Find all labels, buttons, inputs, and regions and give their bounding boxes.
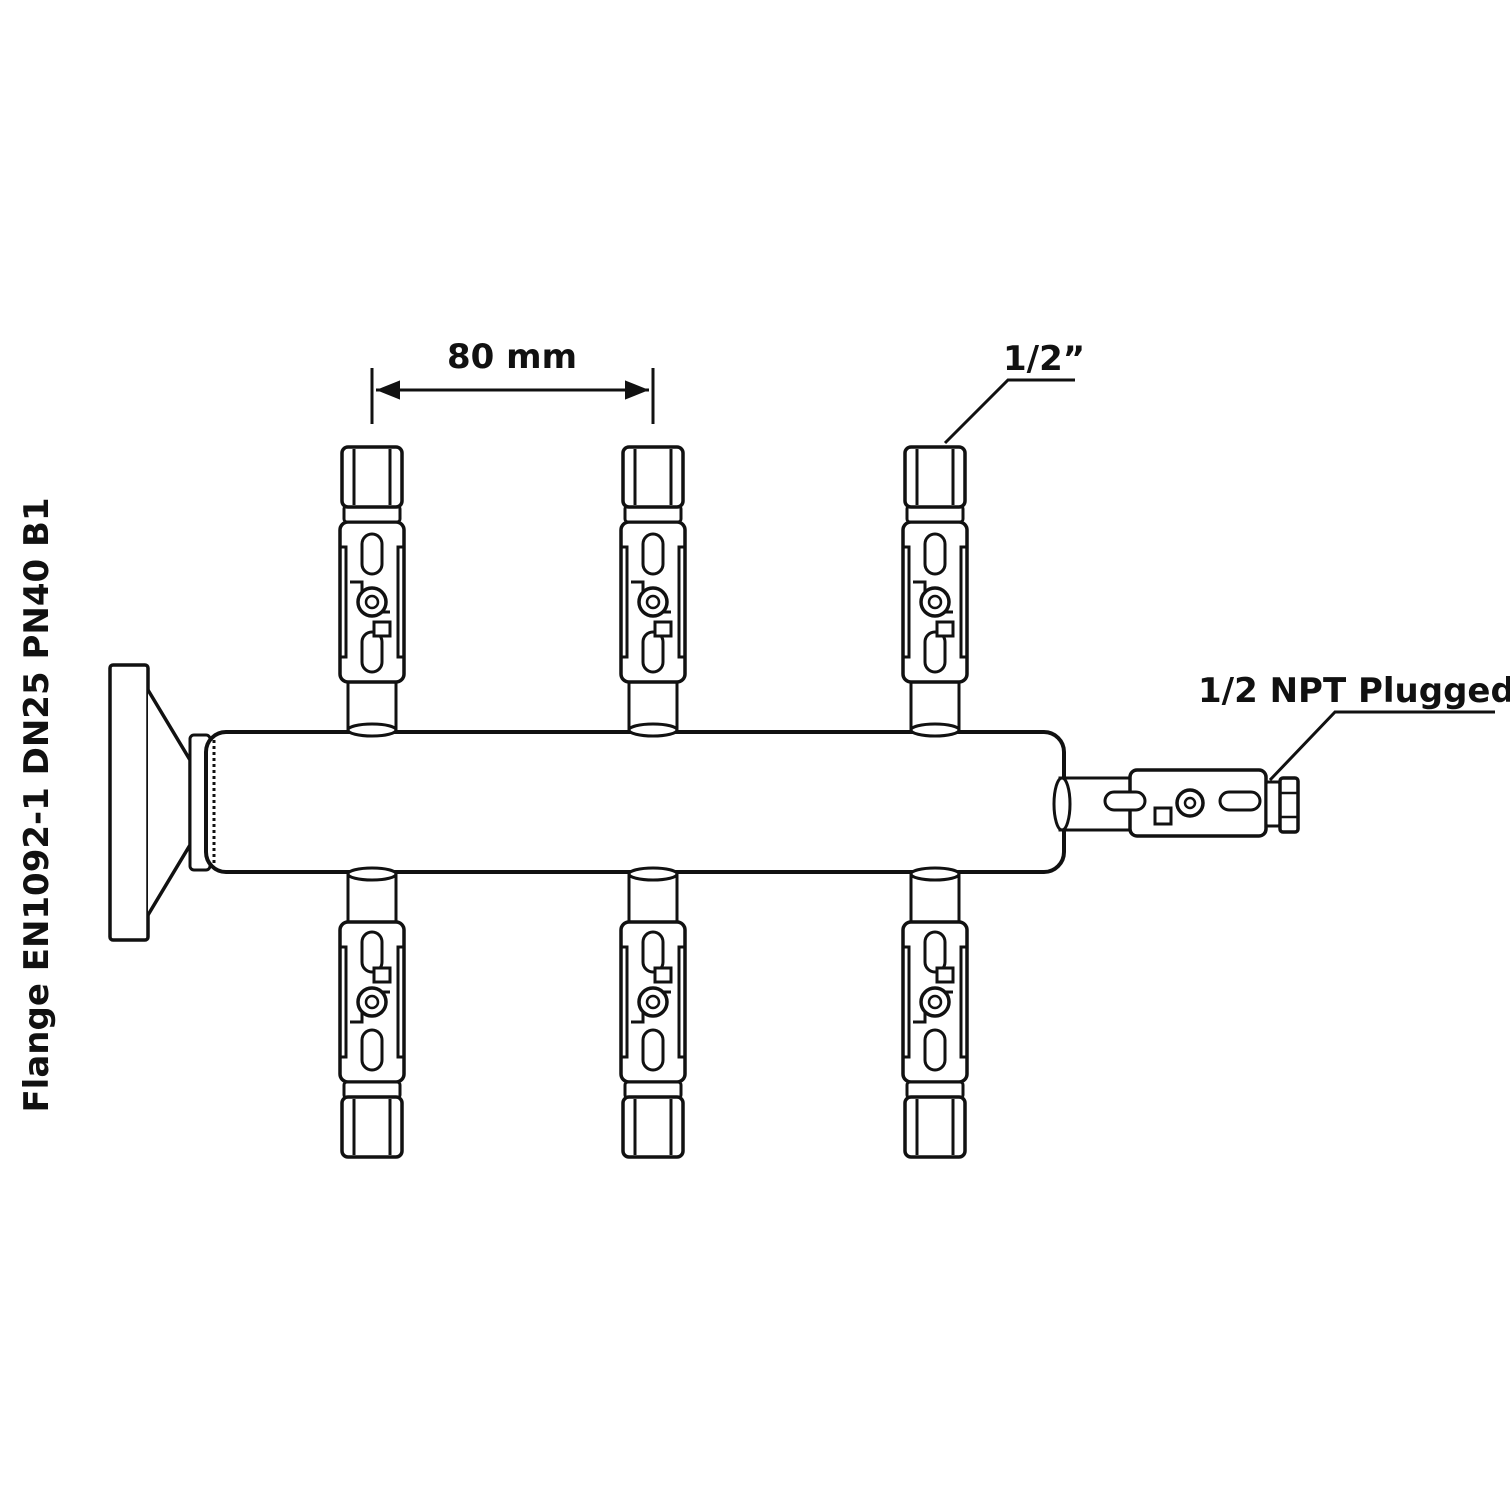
end-port-callout: 1/2 NPT Plugged <box>1198 671 1510 782</box>
spacing-dimension: 80 mm <box>370 337 655 424</box>
outlet-size-callout: 1/2” <box>943 339 1085 445</box>
outlet-size-label: 1/2” <box>1003 339 1085 379</box>
spacing-label: 80 mm <box>447 337 577 377</box>
outlet-valve-upper-2 <box>619 445 687 738</box>
flange-label: Flange EN1092-1 DN25 PN40 B1 <box>17 497 57 1112</box>
end-port-label: 1/2 NPT Plugged <box>1198 671 1510 711</box>
outlet-valve-lower-3 <box>901 866 969 1159</box>
outlet-valve-upper-1 <box>338 445 406 738</box>
outlet-valve-upper-3 <box>901 445 969 738</box>
header-pipe <box>204 730 1066 874</box>
end-valve <box>1052 768 1300 838</box>
outlet-valve-lower-1 <box>338 866 406 1159</box>
flange <box>108 663 212 942</box>
outlet-valve-lower-2 <box>619 866 687 1159</box>
